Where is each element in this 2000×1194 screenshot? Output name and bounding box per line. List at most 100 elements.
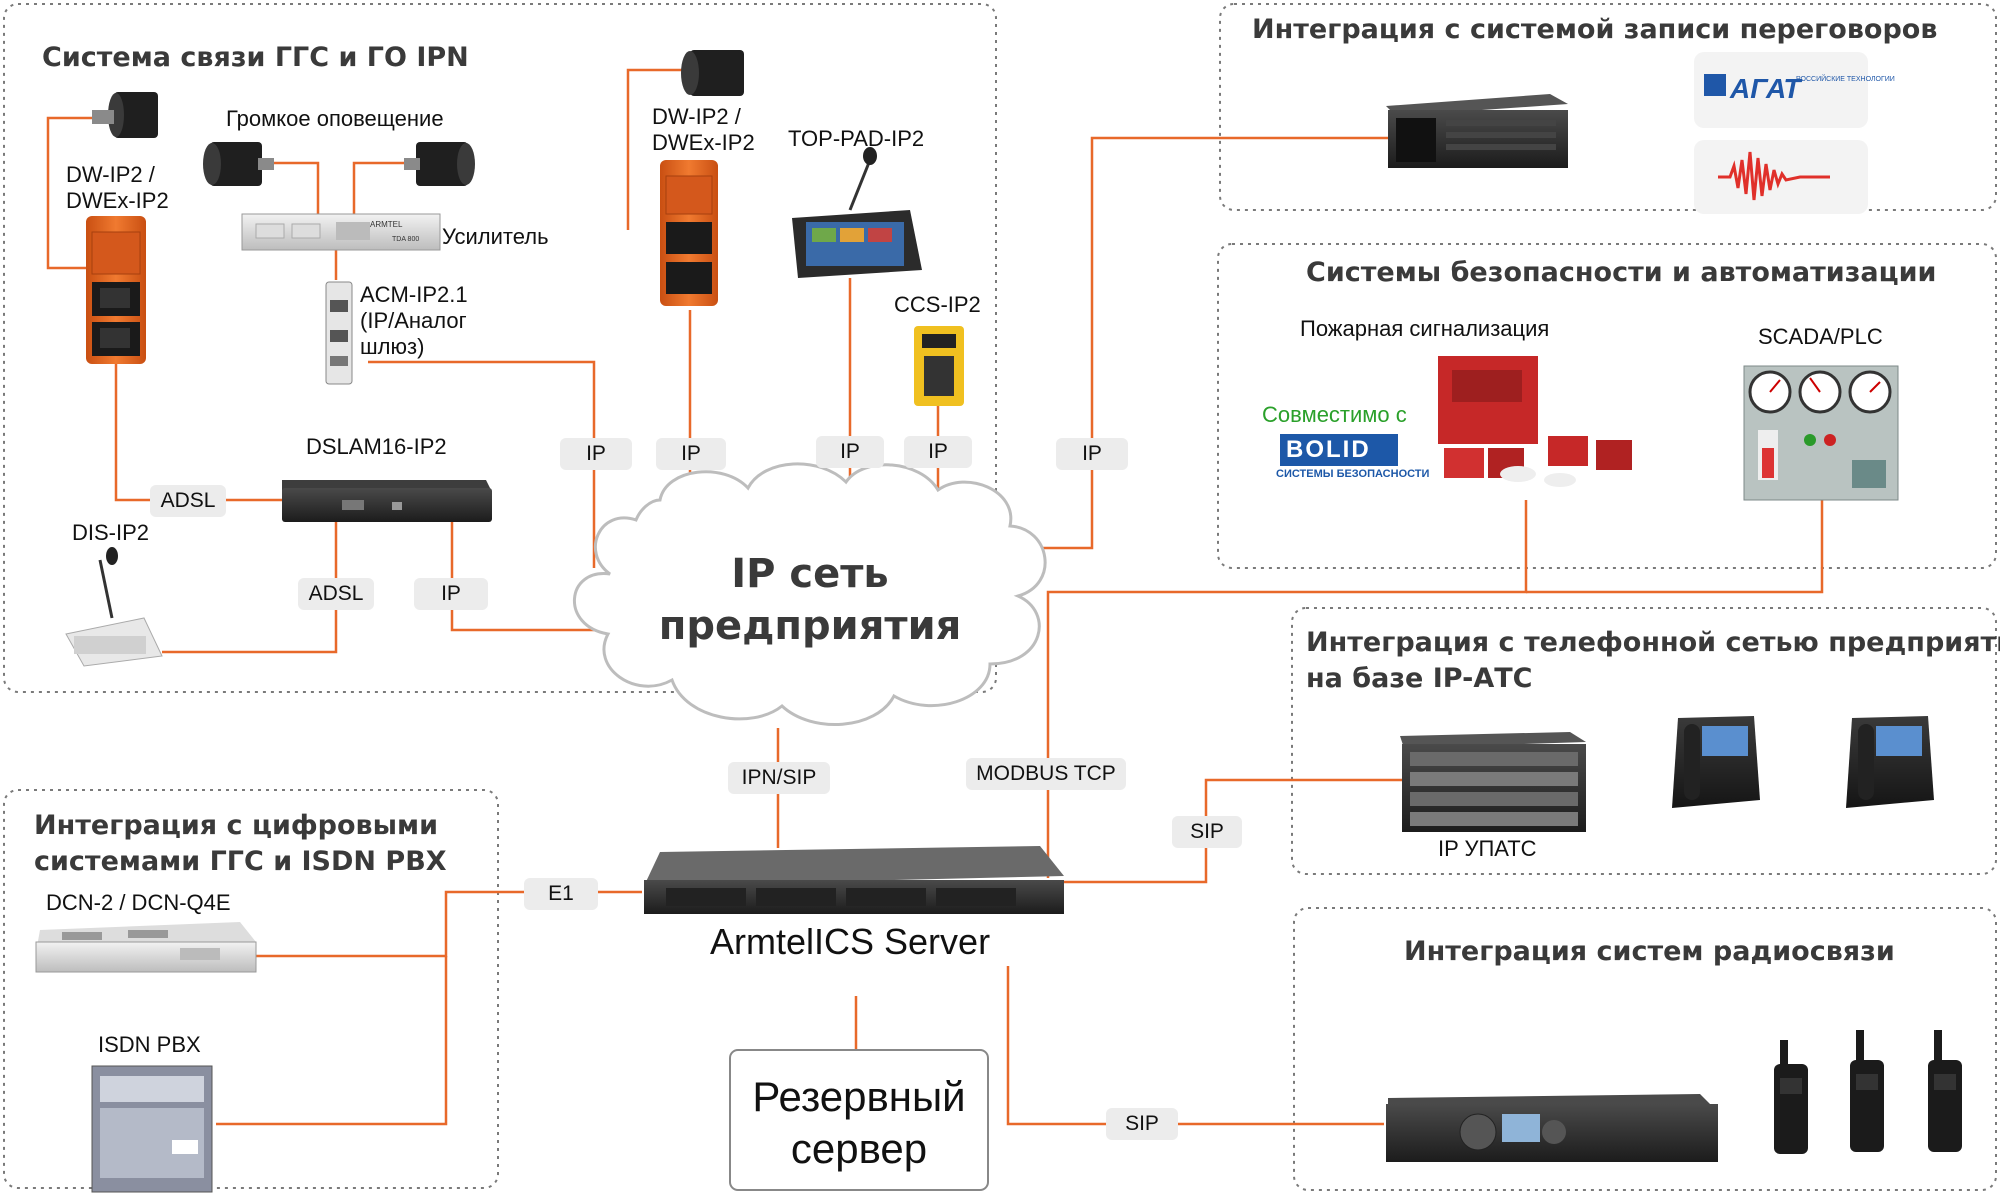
label-server: ArmtelICS Server	[710, 921, 991, 962]
label-compatible: Совместимо с	[1262, 402, 1407, 427]
label-fire-alarm: Пожарная сигнализация	[1300, 316, 1550, 341]
group-frame-radio	[1293, 907, 1997, 1191]
label-amp-brand: ARMTEL	[370, 220, 403, 229]
label-amplifier: Усилитель	[442, 224, 549, 249]
line-server-to-radio	[1006, 966, 1384, 1126]
label-dw-left-1: DW-IP2 /	[66, 162, 155, 187]
dslam-device	[282, 480, 492, 522]
bolid-logo-sub: СИСТЕМЫ БЕЗОПАСНОСТИ	[1276, 468, 1430, 480]
line-isdn-to-e1	[216, 956, 448, 1126]
label-scada: SCADA/PLC	[1758, 324, 1883, 349]
group-title-phone-1: Интеграция с телефонной сетью предприяти…	[1306, 627, 2000, 658]
group-title-phone-2: на базе IP-АТС	[1306, 663, 1533, 694]
label-dis: DIS-IP2	[72, 520, 150, 545]
line-speaker2-to-amp	[352, 161, 414, 214]
bolid-logo	[1280, 434, 1398, 466]
group-title-digital-1: Интеграция с цифровыми	[34, 810, 439, 841]
fire-alarm-device	[1438, 356, 1632, 487]
link-tag-ip-dslam: IP	[414, 578, 488, 610]
label-dw-mid-2: DWEx-IP2	[652, 130, 755, 155]
link-tag-ip-ccs: IP	[904, 436, 972, 468]
line-speakers-to-amp	[258, 161, 320, 214]
line-dw-left-to-dslam	[114, 360, 282, 502]
ip-phone-2	[1846, 716, 1934, 808]
dcn-device	[35, 922, 257, 973]
group-frame-digital	[3, 789, 499, 1189]
label-acm-2: (IP/Аналог	[360, 308, 467, 333]
cloud-label-1: IP сеть	[731, 551, 889, 597]
link-tag-modbus: MODBUS TCP	[966, 758, 1126, 790]
label-acm-3: шлюз)	[360, 334, 425, 359]
label-backup-1: Резервный	[752, 1073, 966, 1120]
line-dslam-to-cloud	[450, 522, 598, 632]
link-tag-ip-toppad: IP	[816, 436, 884, 468]
recording-server-device	[1386, 94, 1568, 168]
label-dw-left-2: DWEx-IP2	[66, 188, 169, 213]
radio-handset-2	[1850, 1030, 1884, 1152]
group-frame-recording	[1219, 3, 1997, 211]
line-dslam-to-dis	[162, 522, 338, 654]
line-cloud-to-recording	[1040, 136, 1395, 550]
link-tag-ip-dw: IP	[656, 438, 726, 470]
waveform-box	[1694, 140, 1868, 214]
group-title-security: Системы безопасности и автоматизации	[1306, 257, 1937, 288]
radio-base-station-device	[1386, 1094, 1718, 1162]
label-top-pad: TOP-PAD-IP2	[788, 126, 925, 151]
cloud-label-2: предприятия	[658, 603, 962, 649]
label-acm-1: ACM-IP2.1	[360, 282, 468, 307]
label-dslam: DSLAM16-IP2	[306, 434, 447, 459]
isdn-pbx-device	[91, 1065, 213, 1193]
ip-phone-1	[1672, 716, 1760, 808]
link-tag-ipn-sip: IPN/SIP	[728, 762, 830, 794]
bolid-logo-text: BOLID	[1286, 436, 1371, 463]
label-backup-2: сервер	[790, 1125, 928, 1172]
armtelics-server-device	[644, 846, 1064, 914]
ccs-ip2-device	[914, 326, 964, 406]
label-dw-mid-1: DW-IP2 /	[652, 104, 741, 129]
ip-network-cloud	[572, 462, 1047, 726]
radio-handset-1	[1774, 1040, 1808, 1154]
radio-handset-3	[1928, 1030, 1962, 1152]
line-dw-left-speaker	[46, 116, 118, 270]
horn-speaker-alert-1	[203, 142, 274, 186]
label-dcn: DCN-2 / DCN-Q4E	[46, 890, 231, 915]
link-tag-adsl-1: ADSL	[150, 485, 226, 517]
group-frame-ggs-ipn	[3, 3, 997, 693]
link-tag-ip-rec: IP	[1056, 438, 1128, 470]
horn-speaker-left	[92, 92, 158, 138]
group-title-recording: Интеграция с системой записи переговоров	[1252, 14, 1938, 45]
group-title-ggs-ipn: Система связи ГГС и ГО IPN	[42, 42, 469, 73]
dw-ip2-mid-device	[660, 160, 718, 306]
amplifier-device	[241, 213, 441, 251]
line-security-to-server	[1046, 500, 1528, 878]
link-tag-ip-acm: IP	[560, 438, 632, 470]
agat-logo-box	[1694, 52, 1868, 128]
top-pad-device	[792, 147, 922, 278]
scada-panel-device	[1743, 365, 1899, 501]
label-ccs: CCS-IP2	[894, 292, 981, 317]
link-tag-e1: E1	[524, 878, 598, 910]
line-scada-to-bus	[1526, 500, 1824, 594]
acm-gateway-device	[325, 281, 353, 385]
dw-ip2-left-device	[86, 216, 146, 364]
label-amp-model: TDA 800	[392, 236, 420, 243]
link-tag-adsl-2: ADSL	[298, 578, 374, 610]
group-frame-security	[1217, 243, 1997, 569]
link-tag-sip-radio: SIP	[1106, 1108, 1178, 1140]
dis-ip2-device	[65, 547, 163, 667]
horn-speaker-alert-2	[404, 142, 475, 186]
group-title-digital-2: системами ГГС и ISDN PBX	[34, 846, 447, 877]
waveform-icon	[1718, 151, 1830, 201]
group-frame-phone	[1291, 607, 1997, 875]
label-isdn: ISDN PBX	[98, 1032, 201, 1057]
line-acm-to-cloud	[368, 360, 596, 568]
label-loud-alert: Громкое оповещение	[226, 106, 444, 131]
label-ip-pbx: IP УПАТС	[1438, 836, 1537, 861]
link-tag-sip-pbx: SIP	[1172, 816, 1242, 848]
line-dw-mid-speaker	[626, 68, 690, 230]
agat-logo-text: АГАТ	[1730, 73, 1801, 104]
backup-server-box	[729, 1049, 989, 1191]
ip-pbx-device	[1400, 732, 1586, 832]
group-title-radio: Интеграция систем радиосвязи	[1404, 936, 1895, 967]
